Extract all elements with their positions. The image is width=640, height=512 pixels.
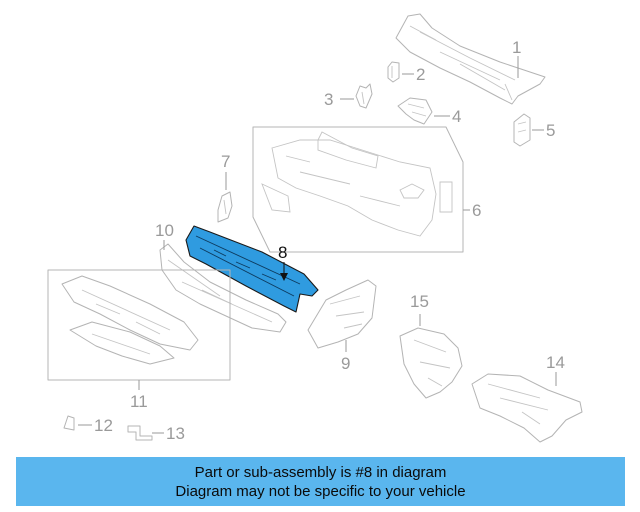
part-12-clip[interactable]	[63, 415, 75, 431]
callout-6[interactable]: 6	[472, 201, 481, 220]
callout-3[interactable]: 3	[324, 90, 333, 109]
part-9-pillar-bracket[interactable]	[307, 279, 377, 349]
banner-line-2: Diagram may not be specific to your vehi…	[175, 482, 466, 500]
callout-10[interactable]: 10	[155, 221, 174, 240]
callout-8[interactable]: 8	[278, 243, 287, 262]
callout-13[interactable]: 13	[166, 424, 185, 443]
part-5-side-bracket[interactable]	[513, 113, 531, 147]
part-14-extension-panel[interactable]	[471, 373, 583, 443]
part-7-upright-bracket[interactable]	[217, 191, 233, 223]
part-15-inner-panel[interactable]	[399, 327, 463, 399]
exploded-parts-diagram: 1 2 3 4 5	[47, 13, 583, 443]
part-info-banner: Part or sub-assembly is #8 in diagram Di…	[16, 457, 625, 506]
callout-4[interactable]: 4	[452, 107, 461, 126]
part-4-reinforcement[interactable]	[397, 97, 433, 125]
callout-12[interactable]: 12	[94, 416, 113, 435]
part-11-plenum-assembly[interactable]	[47, 269, 231, 381]
part-1-cowl-panel[interactable]	[395, 13, 546, 105]
part-3-bracket[interactable]	[355, 83, 373, 109]
callout-11[interactable]: 11	[130, 392, 148, 411]
callout-14[interactable]: 14	[546, 353, 565, 372]
part-13-bracket[interactable]	[127, 425, 153, 441]
part-6-dash-panel[interactable]	[252, 126, 464, 253]
callout-15[interactable]: 15	[410, 292, 429, 311]
banner-line-1: Part or sub-assembly is #8 in diagram	[194, 463, 447, 481]
callout-1[interactable]: 1	[512, 38, 521, 57]
callout-5[interactable]: 5	[546, 121, 555, 140]
part-8-cross-member-highlighted[interactable]	[185, 225, 319, 313]
leader-8-arrowhead	[280, 273, 288, 281]
callout-9[interactable]: 9	[341, 354, 350, 373]
callout-2[interactable]: 2	[416, 65, 425, 84]
callout-7[interactable]: 7	[221, 152, 230, 171]
part-2-clip[interactable]	[387, 61, 400, 83]
part-10-lower-rail[interactable]	[159, 243, 287, 333]
